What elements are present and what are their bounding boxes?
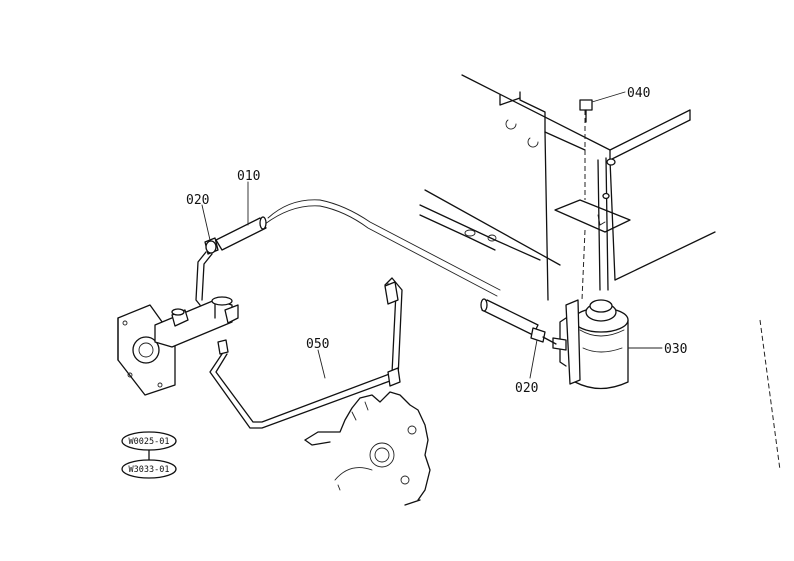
leader-lines [201, 91, 663, 379]
engine-cover [304, 391, 431, 506]
label-part-030: 030 [664, 342, 687, 357]
code-ovals: W0025-01 W3033-01 [121, 431, 177, 479]
master-cylinder [117, 296, 239, 396]
frame-panel [461, 74, 716, 301]
chassis-rail [419, 189, 781, 471]
reservoir-tank [552, 299, 629, 390]
label-part-040: 040 [627, 86, 650, 101]
code-bottom: W3033-01 [129, 465, 170, 475]
label-part-020-right: 020 [515, 381, 538, 396]
pipe-050 [209, 277, 403, 429]
code-top: W0025-01 [129, 437, 170, 447]
label-part-010: 010 [237, 169, 260, 184]
label-part-020-left: 020 [186, 193, 209, 208]
hose-assembly [195, 199, 557, 345]
label-part-050: 050 [306, 337, 329, 352]
